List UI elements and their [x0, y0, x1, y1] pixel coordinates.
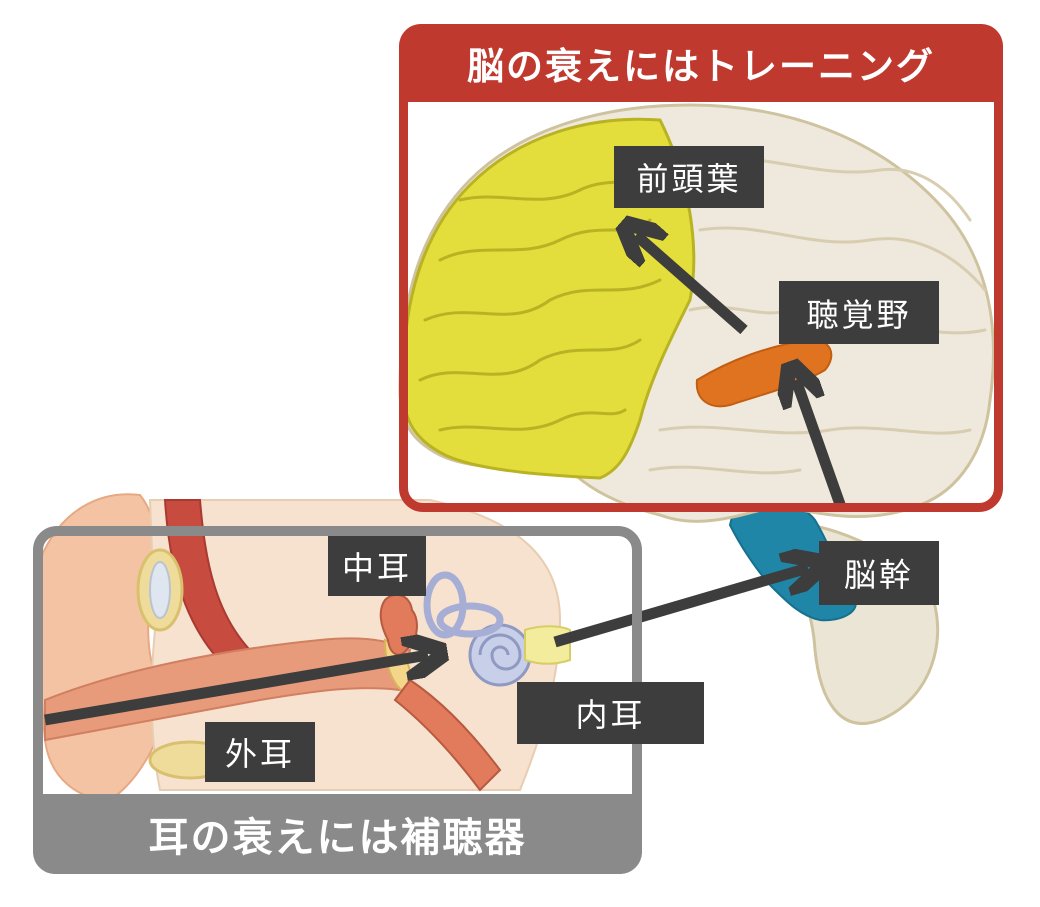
fat-pad-inner — [149, 561, 171, 619]
ear-panel-title: 耳の衰えには補聴器 — [148, 815, 527, 861]
outer-ear-label: 外耳 — [205, 722, 315, 782]
ear-panel-footer: 耳の衰えには補聴器 — [33, 794, 642, 874]
auditory-cortex-label: 聴覚野 — [779, 281, 939, 344]
inner-ear-label: 内耳 — [517, 682, 704, 744]
arrow-auditory-to-frontal — [636, 235, 748, 335]
brain-illustration — [398, 103, 995, 725]
brainstem-label: 脳幹 — [819, 541, 939, 605]
arrow-outer-to-inner — [44, 655, 428, 726]
brain-panel-header: 脳の衰えにはトレーニング — [399, 24, 1003, 102]
frontal-lobe-region — [402, 117, 696, 480]
frontal-lobe-label: 前頭葉 — [614, 146, 764, 208]
brain-panel-title: 脳の衰えにはトレーニング — [467, 45, 935, 88]
eustachian-tube — [393, 678, 502, 792]
signal-arrows — [44, 235, 848, 726]
arrow-inner-to-brainstem — [553, 568, 808, 648]
middle-ear-label: 中耳 — [328, 536, 426, 596]
arrow-brainstem-to-auditory — [796, 380, 848, 512]
cochlea — [468, 623, 532, 687]
